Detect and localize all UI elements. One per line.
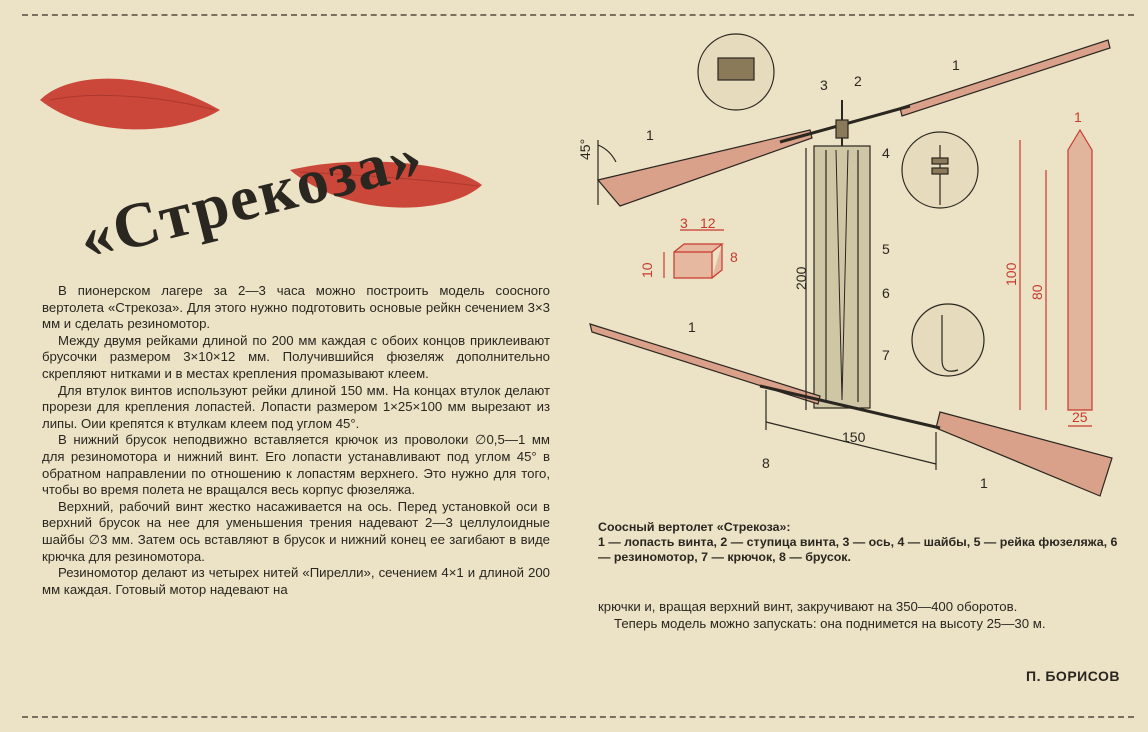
- dim-12: 12: [700, 215, 716, 231]
- detail-hook-circle: [911, 303, 985, 377]
- top-dashed-rule: [22, 14, 1134, 16]
- rubber-motor: [835, 149, 849, 401]
- paragraph: Между двумя рейками длиной по 200 мм каж…: [42, 332, 550, 381]
- upper-blade-left: [596, 129, 813, 207]
- title-art: «Стрекоза»: [40, 78, 482, 273]
- paragraph: Для втулок винтов используют рейки длино…: [42, 382, 550, 431]
- label-5: 5: [882, 241, 890, 257]
- paragraph: Теперь модель можно запускать: она подни…: [614, 616, 1046, 631]
- author-name: П. БОРИСОВ: [1026, 668, 1120, 684]
- label-4: 4: [882, 145, 890, 161]
- dim-200: 200: [793, 266, 809, 290]
- label-8-red: 8: [730, 249, 738, 265]
- paragraph: В нижний брусок неподвижно вставляется к…: [42, 432, 550, 498]
- block-detail: [673, 243, 724, 279]
- blade-profile: [1067, 128, 1093, 411]
- label-1: 1: [688, 319, 696, 335]
- upper-blade-right: [899, 39, 1111, 117]
- caption-text: 1 — лопасть винта, 2 — ступица винта, 3 …: [598, 535, 1118, 564]
- dim-100: 100: [1003, 262, 1019, 286]
- paragraph: В пионерском лагере за 2—3 часа можно по…: [42, 283, 550, 332]
- paragraph: крючки и, вращая верхний винт, закручива…: [598, 599, 1018, 614]
- title-text: «Стрекоза»: [72, 119, 430, 273]
- label-1: 1: [646, 127, 654, 143]
- label-7: 7: [882, 347, 890, 363]
- label-2: 2: [854, 73, 862, 89]
- wing-upper-left: [40, 78, 220, 130]
- wing-lower-right: [290, 161, 482, 208]
- bottom-dashed-rule: [22, 716, 1134, 718]
- lower-blade-right: [935, 411, 1113, 497]
- article-continuation: крючки и, вращая верхний винт, закручива…: [598, 598, 1120, 632]
- fuselage-frame: [813, 145, 871, 409]
- label-1: 1: [952, 57, 960, 73]
- lower-blade-left: [589, 323, 821, 405]
- dim-80: 80: [1029, 284, 1045, 300]
- article-body: В пионерском лагере за 2—3 часа можно по…: [42, 283, 550, 598]
- dim-3: 3: [680, 215, 688, 231]
- label-1: 1: [980, 475, 988, 491]
- lower-hub: [759, 384, 941, 430]
- paragraph: Верхний, рабочий винт жестко насаживаетс…: [42, 498, 550, 564]
- paragraph: Резиномотор делают из четырех нитей «Пир…: [42, 565, 550, 597]
- washers: [835, 119, 849, 139]
- label-6: 6: [882, 285, 890, 301]
- label-3: 3: [820, 77, 828, 93]
- label-8: 8: [762, 455, 770, 471]
- angle-45: 45°: [580, 139, 593, 160]
- caption-title: Соосный вертолет «Стрекоза»:: [598, 520, 791, 534]
- dim-150: 150: [842, 429, 866, 445]
- helicopter-drawing: 1 2 3 4 5 6 7 1 1 1 8 150 45° 200 1 8 3 …: [580, 33, 1113, 497]
- dim-25: 25: [1072, 409, 1088, 425]
- dim-10: 10: [639, 262, 655, 278]
- figure-caption: Соосный вертолет «Стрекоза»: 1 — лопасть…: [598, 520, 1120, 565]
- label-1-red: 1: [1074, 109, 1082, 125]
